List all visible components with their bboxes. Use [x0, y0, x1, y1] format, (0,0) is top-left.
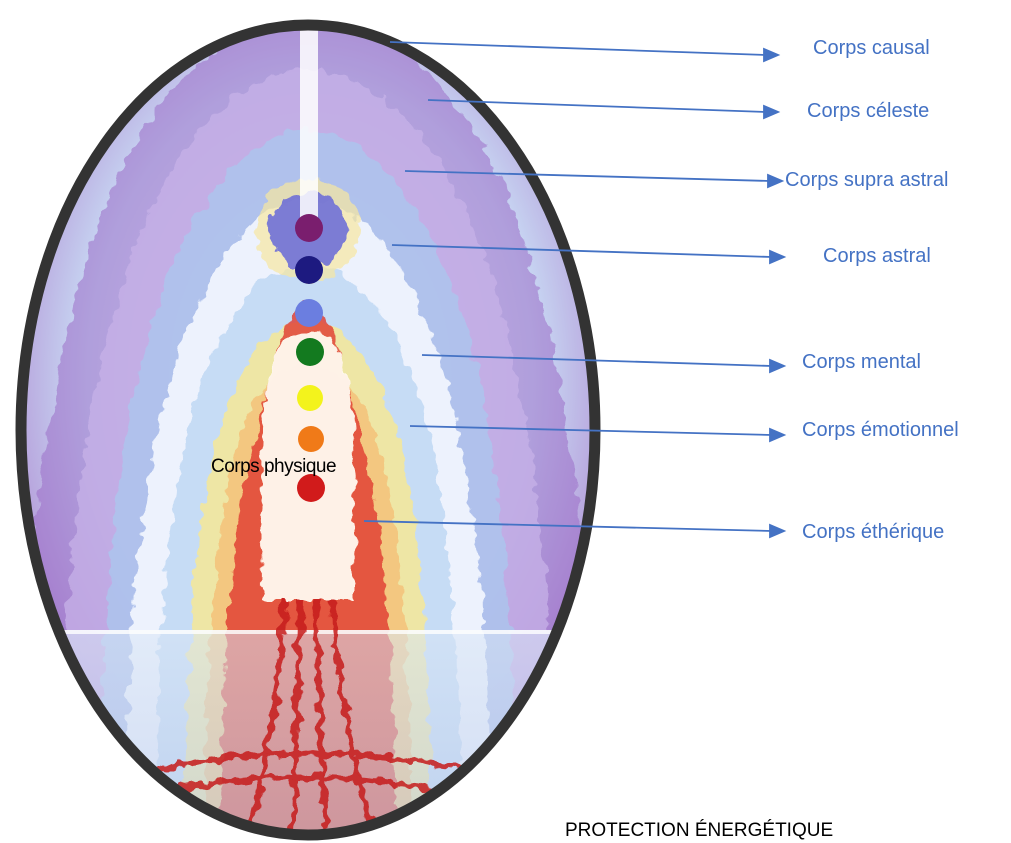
aura-painting: [0, 0, 620, 843]
chakra-third-eye: [295, 256, 323, 284]
label-corps-emotionnel: Corps émotionnel: [802, 418, 959, 442]
chakra-heart: [296, 338, 324, 366]
label-corps-causal: Corps causal: [813, 36, 930, 60]
chakra-solar-plexus: [297, 385, 323, 411]
page-title: PROTECTION ÉNERGÉTIQUE: [565, 820, 833, 842]
label-corps-etherique: Corps éthérique: [802, 520, 944, 544]
chakra-sacral: [298, 426, 324, 452]
arrow-causal: [390, 42, 778, 61]
chakra-crown: [295, 214, 323, 242]
label-corps-mental: Corps mental: [802, 350, 921, 374]
label-corps-physique: Corps physique: [211, 455, 336, 479]
chakra-throat: [295, 299, 323, 327]
label-corps-supra-astral: Corps supra astral: [785, 168, 948, 192]
label-corps-celeste: Corps céleste: [807, 99, 929, 123]
label-corps-astral: Corps astral: [823, 244, 931, 268]
